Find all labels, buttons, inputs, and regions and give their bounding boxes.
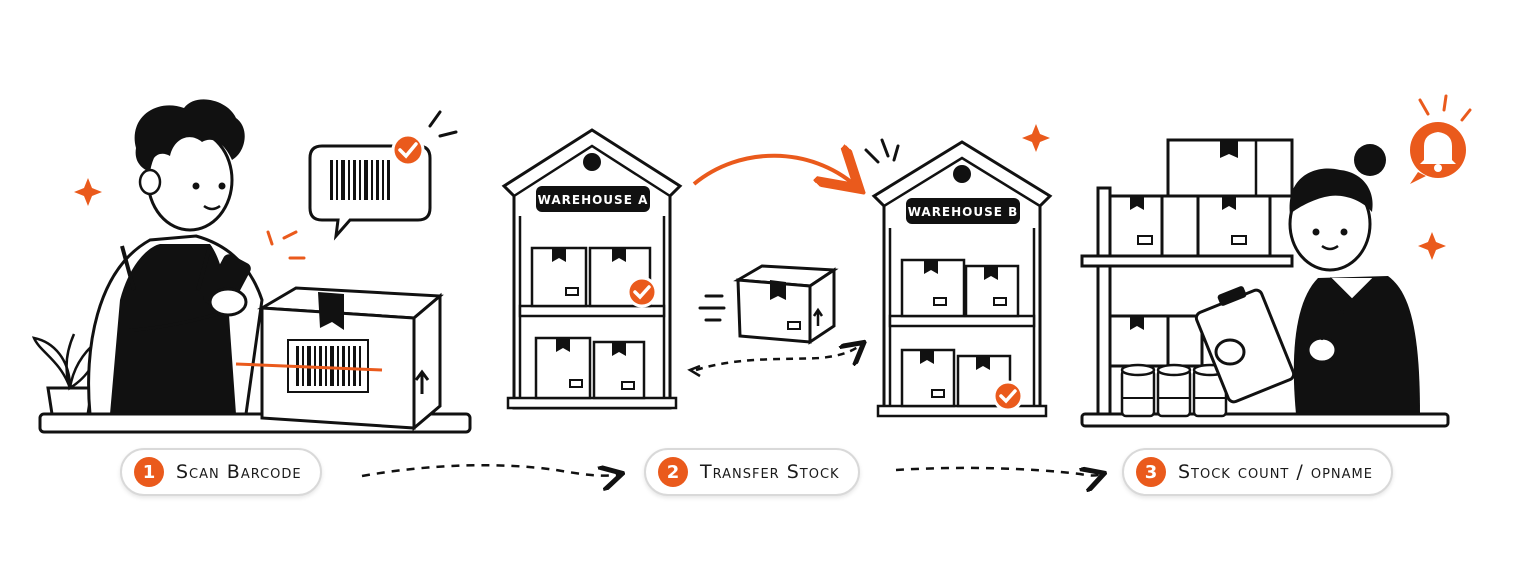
bell-icon: [1410, 94, 1472, 184]
return-arrow-icon: [695, 344, 862, 372]
sparkle-icon: [1022, 124, 1050, 152]
scene-stock-count: [1080, 94, 1472, 428]
cans: [1120, 363, 1228, 418]
plant-icon: [31, 333, 102, 416]
warehouse-b-label: WAREHOUSE B: [908, 205, 1019, 219]
transfer-arrow-icon: [692, 156, 856, 186]
counting-person: [1194, 144, 1420, 414]
barcode-icon: [330, 160, 390, 200]
scene-transfer-stock: WAREHOUSE A WAREHOUSE B: [501, 124, 1053, 418]
step-2-text: Transfer Stock: [700, 461, 840, 483]
sparkle-icon: [74, 178, 102, 206]
warehouse-a-label: WAREHOUSE A: [538, 193, 649, 207]
scanner-person: [87, 99, 264, 416]
check-icon: [992, 380, 1024, 412]
box-icon: [235, 286, 444, 432]
check-icon: [391, 133, 425, 167]
step-arrow-icon: [895, 468, 1102, 476]
step-1-text: Scan Barcode: [176, 461, 302, 483]
scan-beam-lines: [266, 230, 306, 260]
step-3-number: 3: [1136, 457, 1166, 487]
warehouse-b: [871, 140, 1053, 418]
step-1-number: 1: [134, 457, 164, 487]
sparkle-icon: [1418, 232, 1446, 260]
warehouse-a: [501, 128, 683, 410]
step-2-label: 2 Transfer Stock: [644, 448, 860, 496]
barcode-speech-bubble: [308, 110, 458, 241]
step-arrow-icon: [361, 463, 620, 476]
step-1-label: 1 Scan Barcode: [120, 448, 322, 496]
check-icon: [626, 276, 658, 308]
step-3-label: 3 Stock count / opname: [1122, 448, 1393, 496]
step-3-text: Stock count / opname: [1178, 461, 1373, 483]
scene-scan-barcode: [31, 99, 472, 434]
box-icon: [733, 264, 839, 345]
step-2-number: 2: [658, 457, 688, 487]
clipboard-icon: [1194, 286, 1296, 404]
